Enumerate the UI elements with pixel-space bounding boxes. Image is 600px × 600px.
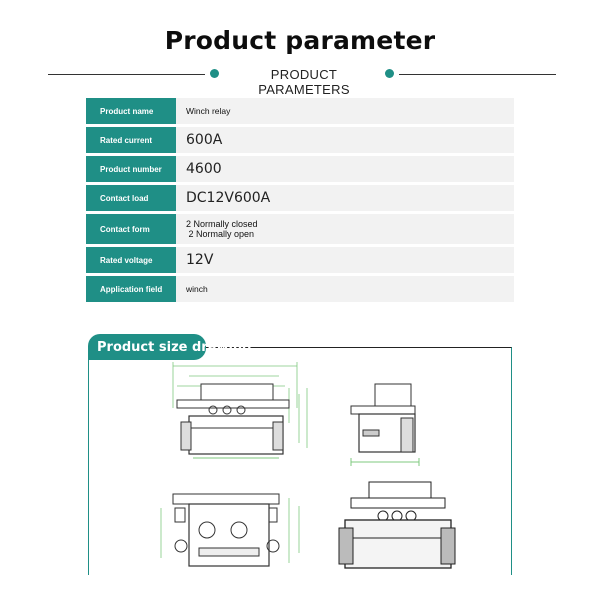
top-view-drawing [160, 493, 300, 567]
param-name: Contact load [86, 185, 176, 211]
param-name: Product name [86, 98, 176, 124]
param-name: Product number [86, 156, 176, 182]
badge-label: Product size drawing [97, 339, 252, 355]
param-value: winch [180, 276, 514, 302]
param-value: 600A [180, 127, 514, 153]
table-row: Contact load DC12V600A [86, 185, 514, 211]
table-row: Product name Winch relay [86, 98, 514, 124]
divider-line-right [399, 74, 556, 75]
param-value: 2 Normally closed 2 Normally open [180, 214, 514, 244]
parameter-table: Product name Winch relay Rated current 6… [86, 98, 514, 305]
param-name: Rated current [86, 127, 176, 153]
divider-line-left [48, 74, 205, 75]
param-value: Winch relay [180, 98, 514, 124]
param-value: 12V [180, 247, 514, 273]
front-view-drawing [172, 362, 308, 459]
param-name: Application field [86, 276, 176, 302]
param-value: 4600 [180, 156, 514, 182]
table-row: Contact form 2 Normally closed 2 Normall… [86, 214, 514, 244]
param-value: DC12V600A [180, 185, 514, 211]
param-name: Rated voltage [86, 247, 176, 273]
size-drawing-badge: Product size drawing [88, 334, 252, 360]
dot-icon [385, 69, 394, 78]
table-row: Rated current 600A [86, 127, 514, 153]
dot-icon [210, 69, 219, 78]
size-drawing-frame [88, 347, 512, 575]
table-row: Application field winch [86, 276, 514, 302]
subtitle-text: PRODUCT PARAMETERS [258, 67, 350, 97]
param-name: Contact form [86, 214, 176, 244]
size-drawing [160, 362, 456, 569]
isometric-view-drawing [338, 481, 456, 569]
page-title: Product parameter [164, 26, 436, 55]
section-subtitle: PRODUCT PARAMETERS [48, 66, 556, 97]
side-view-drawing [350, 383, 420, 466]
table-row: Rated voltage 12V [86, 247, 514, 273]
table-row: Product number 4600 [86, 156, 514, 182]
